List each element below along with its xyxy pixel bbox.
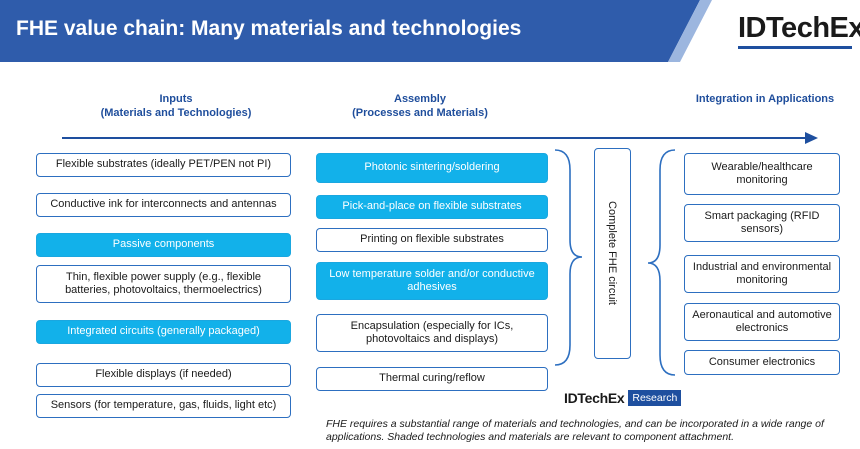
application-label: Industrial and environmental monitoring xyxy=(692,260,832,287)
input-box: Flexible substrates (ideally PET/PEN not… xyxy=(36,153,291,177)
application-label: Smart packaging (RFID sensors) xyxy=(704,209,820,236)
input-box: Conductive ink for interconnects and ant… xyxy=(36,193,291,217)
application-label: Aeronautical and automotive electronics xyxy=(692,308,832,335)
assembly-box: Low temperature solder and/or conductive… xyxy=(316,262,548,300)
footnote: FHE requires a substantial range of mate… xyxy=(326,418,824,443)
application-box: Consumer electronics xyxy=(684,350,840,375)
assembly-box: Pick-and-place on flexible substrates xyxy=(316,195,548,219)
application-box: Industrial and environmental monitoring xyxy=(684,255,840,293)
inputs-heading-line2: (Materials and Technologies) xyxy=(100,107,252,119)
inputs-heading: Inputs (Materials and Technologies) xyxy=(60,92,292,120)
input-label: Integrated circuits (generally packaged) xyxy=(67,325,260,338)
application-label: Consumer electronics xyxy=(708,355,816,368)
integration-heading: Integration in Applications xyxy=(680,92,850,106)
flow-arrow xyxy=(62,132,818,144)
idtechex-research-logo: IDTechEx Research xyxy=(564,390,682,406)
research-logo-main: IDTechEx xyxy=(564,390,625,406)
assembly-brace xyxy=(554,149,583,366)
input-box: Thin, flexible power supply (e.g., flexi… xyxy=(36,265,291,303)
assembly-heading: Assembly (Processes and Materials) xyxy=(320,92,520,120)
header-band xyxy=(0,0,860,62)
assembly-label: Low temperature solder and/or conductive… xyxy=(329,267,535,294)
input-label: Sensors (for temperature, gas, fluids, l… xyxy=(50,399,277,412)
header-background xyxy=(0,0,712,62)
input-box: Sensors (for temperature, gas, fluids, l… xyxy=(36,394,291,418)
assembly-heading-line1: Assembly xyxy=(394,93,446,105)
input-box: Passive components xyxy=(36,233,291,257)
input-label: Thin, flexible power supply (e.g., flexi… xyxy=(65,270,262,297)
integration-heading-line1: Integration in Applications xyxy=(695,93,835,105)
assembly-label: Encapsulation (especially for ICs, photo… xyxy=(350,319,514,346)
assembly-label: Pick-and-place on flexible substrates xyxy=(342,200,522,213)
assembly-box: Encapsulation (especially for ICs, photo… xyxy=(316,314,548,352)
input-label: Conductive ink for interconnects and ant… xyxy=(50,198,277,211)
assembly-label: Photonic sintering/soldering xyxy=(364,161,500,174)
page-title: FHE value chain: Many materials and tech… xyxy=(16,17,522,40)
complete-fhe-circuit-label: Complete FHE circuit xyxy=(606,201,618,305)
inputs-heading-line1: Inputs xyxy=(159,93,193,105)
assembly-box: Printing on flexible substrates xyxy=(316,228,548,252)
input-label: Passive components xyxy=(112,238,215,251)
complete-fhe-circuit-box xyxy=(594,148,631,359)
input-box: Integrated circuits (generally packaged) xyxy=(36,320,291,344)
assembly-label: Thermal curing/reflow xyxy=(379,372,485,385)
logo-underline xyxy=(738,46,852,49)
application-box: Wearable/healthcare monitoring xyxy=(684,153,840,195)
research-logo-tag: Research xyxy=(628,390,682,406)
assembly-box: Thermal curing/reflow xyxy=(316,367,548,391)
assembly-label: Printing on flexible substrates xyxy=(360,233,504,246)
applications-brace xyxy=(647,149,676,376)
input-box: Flexible displays (if needed) xyxy=(36,363,291,387)
assembly-heading-line2: (Processes and Materials) xyxy=(352,107,488,119)
input-label: Flexible substrates (ideally PET/PEN not… xyxy=(55,158,272,171)
input-label: Flexible displays (if needed) xyxy=(95,368,232,381)
assembly-box: Photonic sintering/soldering xyxy=(316,153,548,183)
idtechex-logo: IDTechEx xyxy=(738,12,860,44)
application-box: Aeronautical and automotive electronics xyxy=(684,303,840,341)
application-label: Wearable/healthcare monitoring xyxy=(711,160,813,187)
application-box: Smart packaging (RFID sensors) xyxy=(684,204,840,242)
